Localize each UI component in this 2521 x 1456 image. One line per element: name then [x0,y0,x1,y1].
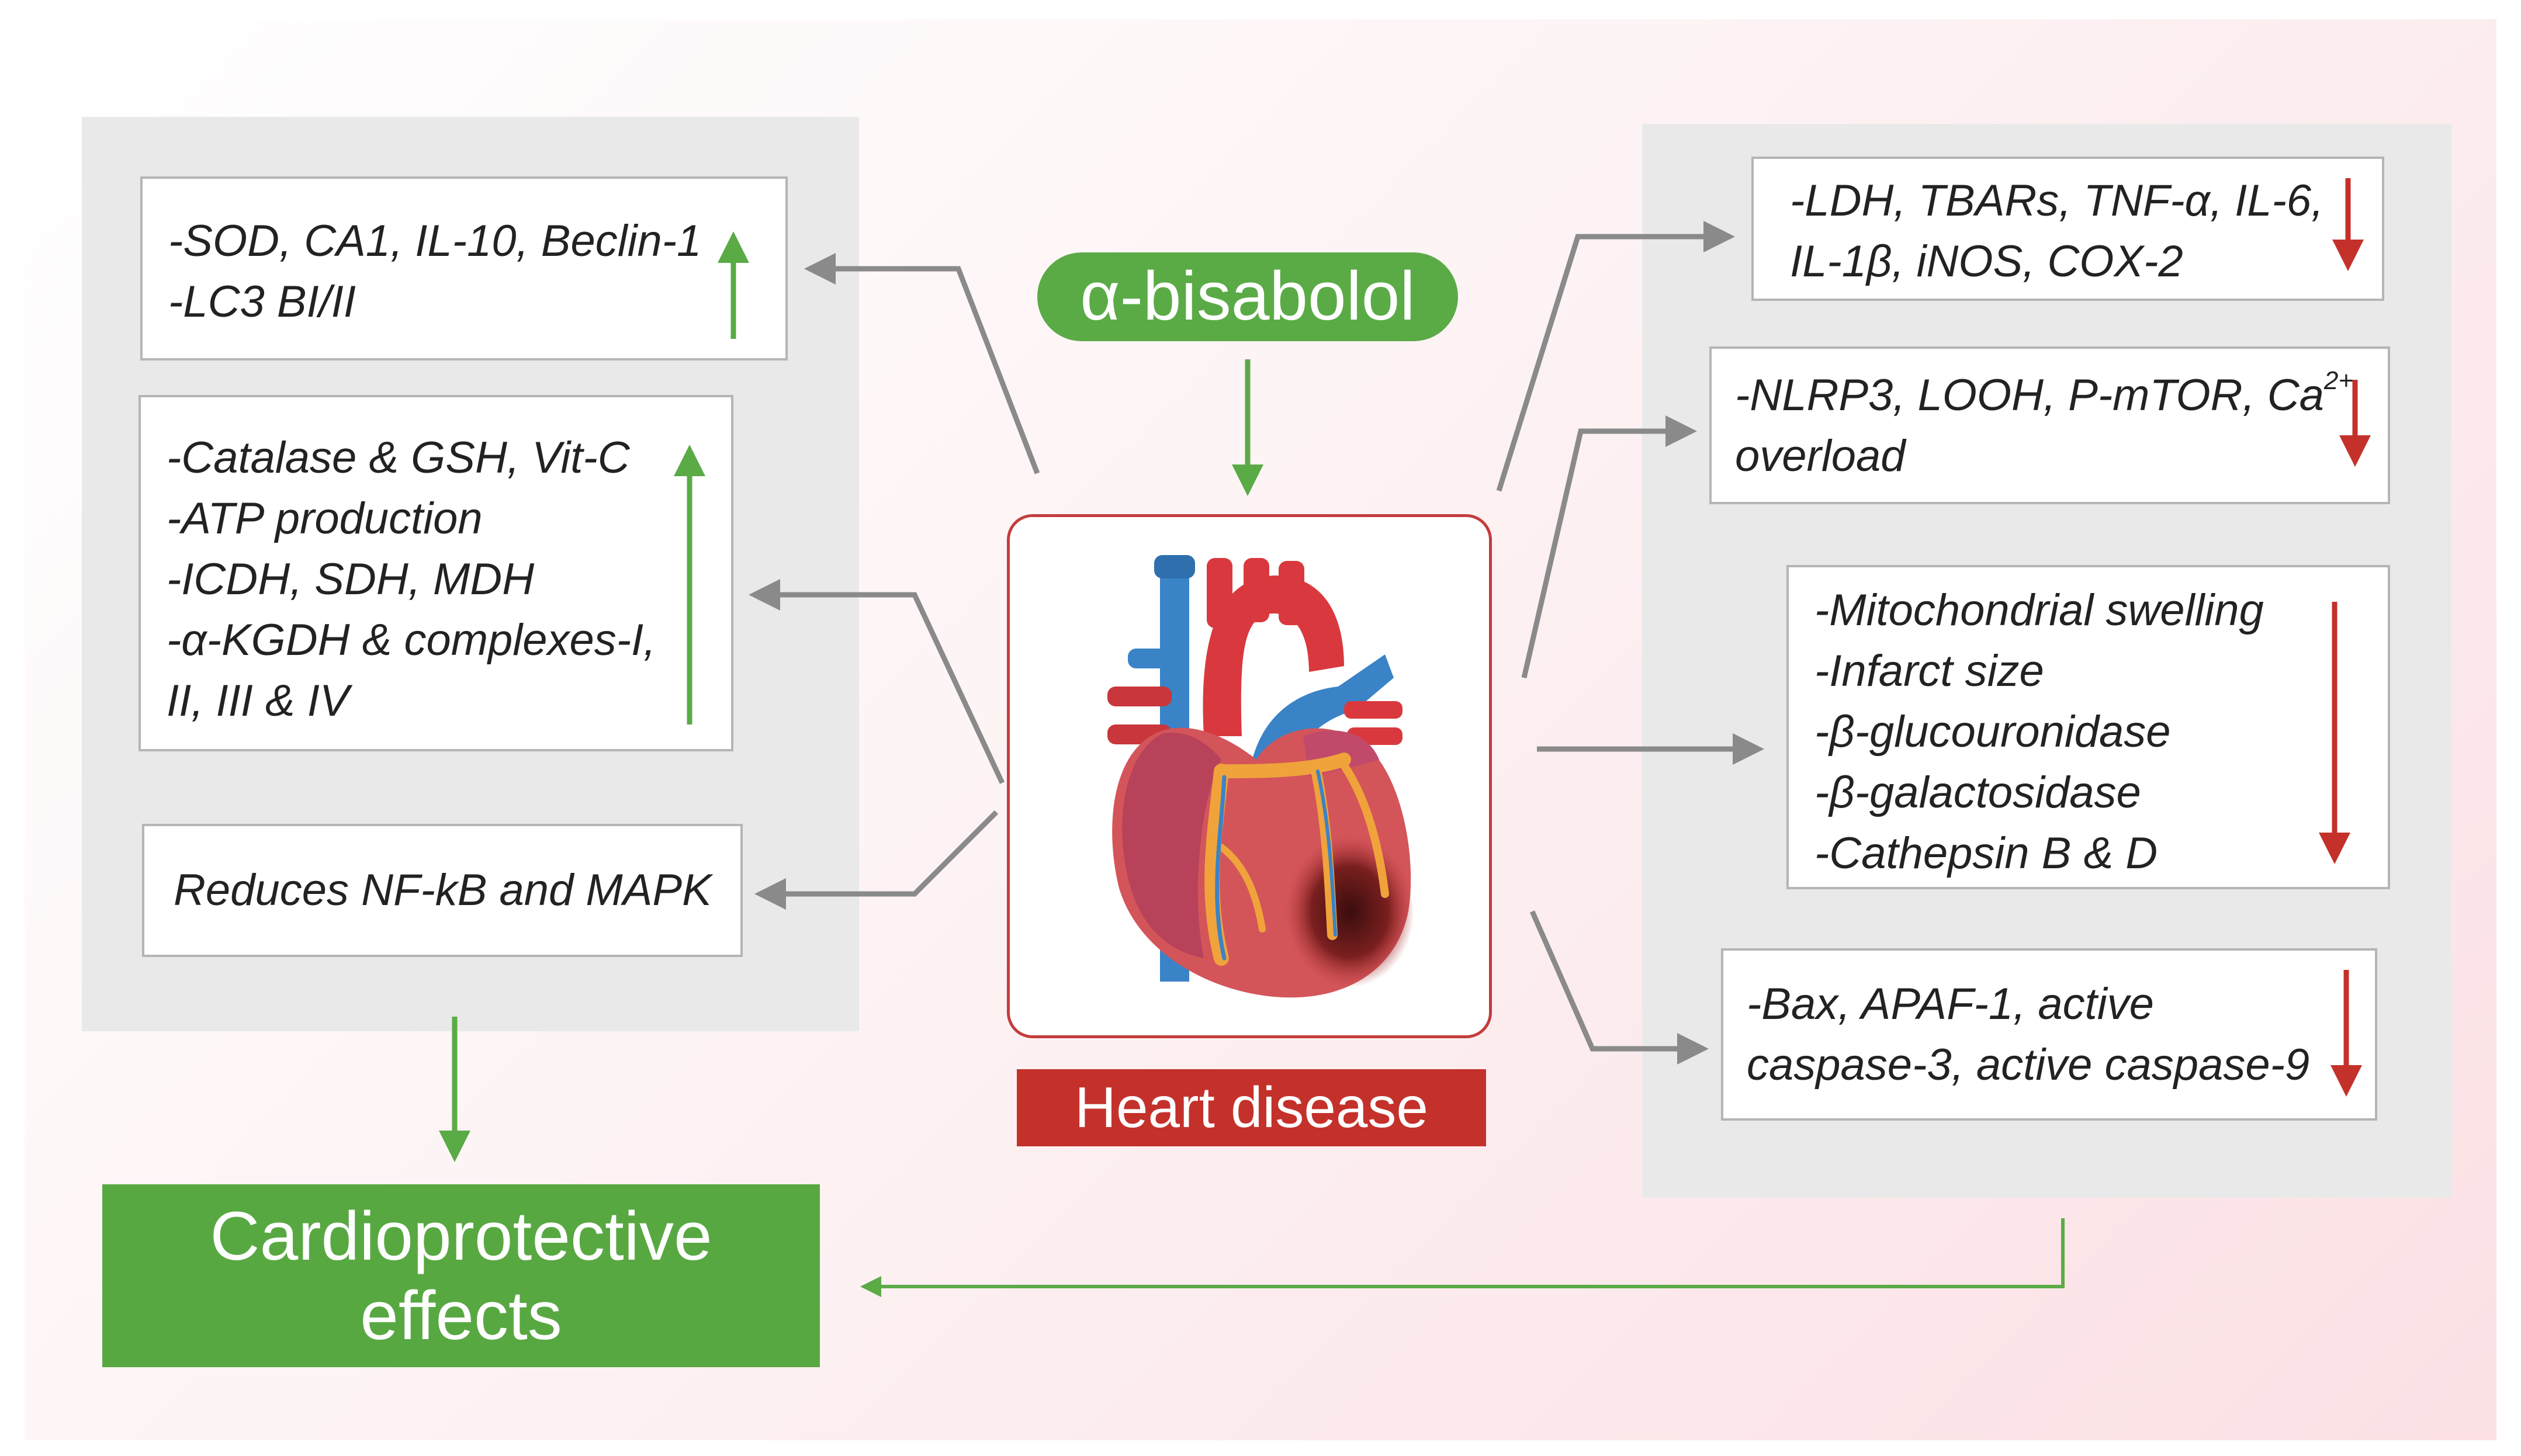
right-box-line: IL-1β, iNOS, COX-2 [1790,237,2183,286]
right-box-inflammation: -LDH, TBARs, TNF-α, IL-6, IL-1β, iNOS, C… [1751,157,2384,301]
right-box-line: -Infarct size [1814,646,2044,696]
right-box-line: -LDH, TBARs, TNF-α, IL-6, [1790,176,2324,226]
arrow-to-left-box-3 [754,810,999,910]
right-box-inflammasome: -NLRP3, LOOH, P-mTOR, Ca2+ overload [1709,346,2390,504]
right-box-line: -Bax, APAF-1, active [1747,979,2154,1029]
left-box-line: Reduces NF-kB and MAPK [174,865,712,915]
arrow-to-right-box-4 [1529,910,1709,1065]
right-box-line-main: -NLRP3, LOOH, P-mTOR, Ca [1735,370,2324,420]
right-box-line: caspase-3, active caspase-9 [1747,1040,2310,1090]
left-box-line: -Catalase & GSH, Vit-C [167,433,630,483]
arrow-to-left-box-2 [749,579,1005,784]
calcium-superscript: 2+ [2323,366,2354,395]
right-box-line: -Cathepsin B & D [1814,828,2158,878]
compound-label: α-bisabolol [1037,252,1458,341]
left-box-line: II, III & IV [167,676,349,726]
left-box-line: -SOD, CA1, IL-10, Beclin-1 [168,216,702,266]
right-box-line: overload [1735,431,1906,481]
arrow-to-left-box-1 [804,253,1040,474]
right-box-apoptosis: -Bax, APAF-1, active caspase-3, active c… [1721,948,2377,1121]
outcome-line-2: effects [360,1277,562,1354]
right-box-line: -NLRP3, LOOH, P-mTOR, Ca2+ [1735,365,2362,426]
left-box-line: -LC3 BI/II [168,277,356,327]
arrow-to-right-box-2 [1521,415,1697,679]
right-box-line: -β-glucouronidase [1814,707,2171,757]
left-box-line: -ICDH, SDH, MDH [167,554,535,604]
left-box-nfkb: Reduces NF-kB and MAPK [142,824,743,957]
right-box-line: -β-galactosidase [1814,768,2141,817]
right-box-injury-markers: -Mitochondrial swelling -Infarct size -β… [1786,565,2390,889]
disease-label: Heart disease [1017,1069,1486,1146]
left-box-line: -α-KGDH & complexes-I, [167,615,656,665]
arrow-to-right-box-1 [1496,221,1735,492]
arrow-right-panel-to-outcome [860,1218,2065,1297]
heart-icon [1107,555,1414,998]
left-box-mitochondrial: -Catalase & GSH, Vit-C -ATP production -… [138,395,733,751]
outcome-line-1: Cardioprotective [210,1197,712,1275]
outcome-label: Cardioprotective effects [102,1184,820,1367]
left-box-autophagy: -SOD, CA1, IL-10, Beclin-1 -LC3 BI/II [140,176,788,360]
left-box-line: -ATP production [167,494,483,543]
right-box-line: -Mitochondrial swelling [1814,585,2264,635]
